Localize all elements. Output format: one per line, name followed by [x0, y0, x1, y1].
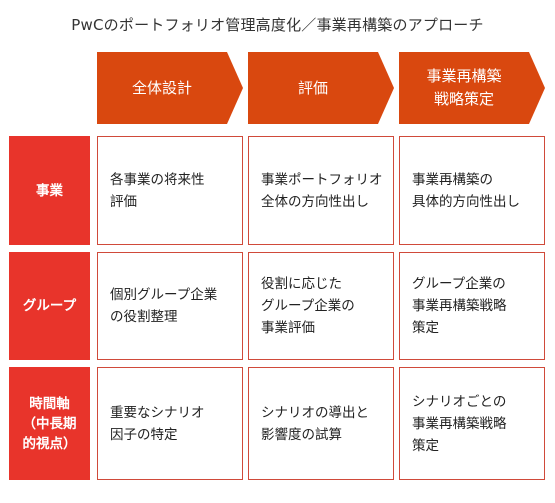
row-header-time-axis: 時間軸 （中長期 的視点）	[9, 367, 90, 480]
column-header-overall-design: 全体設計	[97, 52, 243, 124]
cell-group-evaluation: 役割に応じた グループ企業の 事業評価	[248, 252, 394, 360]
column-header-label: 事業再構築 戦略策定	[426, 67, 502, 108]
column-header-label: 評価	[297, 78, 328, 97]
row-header-label: グループ	[22, 298, 77, 314]
cell-group-restructuring: グループ企業の 事業再構築戦略 策定	[399, 252, 545, 360]
cell-time-overall-design: 重要なシナリオ 因子の特定	[97, 367, 243, 480]
row-header-group: グループ	[9, 252, 90, 360]
row-header-label: 時間軸 （中長期 的視点）	[22, 395, 77, 452]
cell-text: 重要なシナリオ 因子の特定	[110, 404, 205, 443]
diagram-title: PwCのポートフォリオ管理高度化／事業再構築のアプローチ	[71, 16, 484, 34]
cell-text: 各事業の将来性 評価	[110, 171, 205, 210]
cell-text: 役割に応じた グループ企業の 事業評価	[261, 276, 355, 336]
cell-text: 事業ポートフォリオ 全体の方向性出し	[261, 171, 383, 210]
column-header-restructuring-strategy: 事業再構築 戦略策定	[399, 52, 545, 124]
cell-time-restructuring: シナリオごとの 事業再構築戦略 策定	[399, 367, 545, 480]
cell-time-evaluation: シナリオの導出と 影響度の試算	[248, 367, 394, 480]
cell-text: シナリオごとの 事業再構築戦略 策定	[412, 393, 507, 454]
cell-text: 個別グループ企業 の役割整理	[110, 287, 218, 325]
column-header-label: 全体設計	[131, 78, 192, 97]
cell-text: シナリオの導出と 影響度の試算	[261, 404, 369, 443]
row-header-label: 事業	[36, 182, 63, 199]
cell-business-evaluation: 事業ポートフォリオ 全体の方向性出し	[248, 136, 394, 245]
cell-business-restructuring: 事業再構築の 具体的方向性出し	[399, 136, 545, 245]
cell-text: グループ企業の 事業再構築戦略 策定	[412, 276, 507, 336]
column-header-evaluation: 評価	[248, 52, 394, 124]
cell-text: 事業再構築の 具体的方向性出し	[412, 171, 520, 210]
cell-business-overall-design: 各事業の将来性 評価	[97, 136, 243, 245]
row-header-business: 事業	[9, 136, 90, 245]
cell-group-overall-design: 個別グループ企業 の役割整理	[97, 252, 243, 360]
